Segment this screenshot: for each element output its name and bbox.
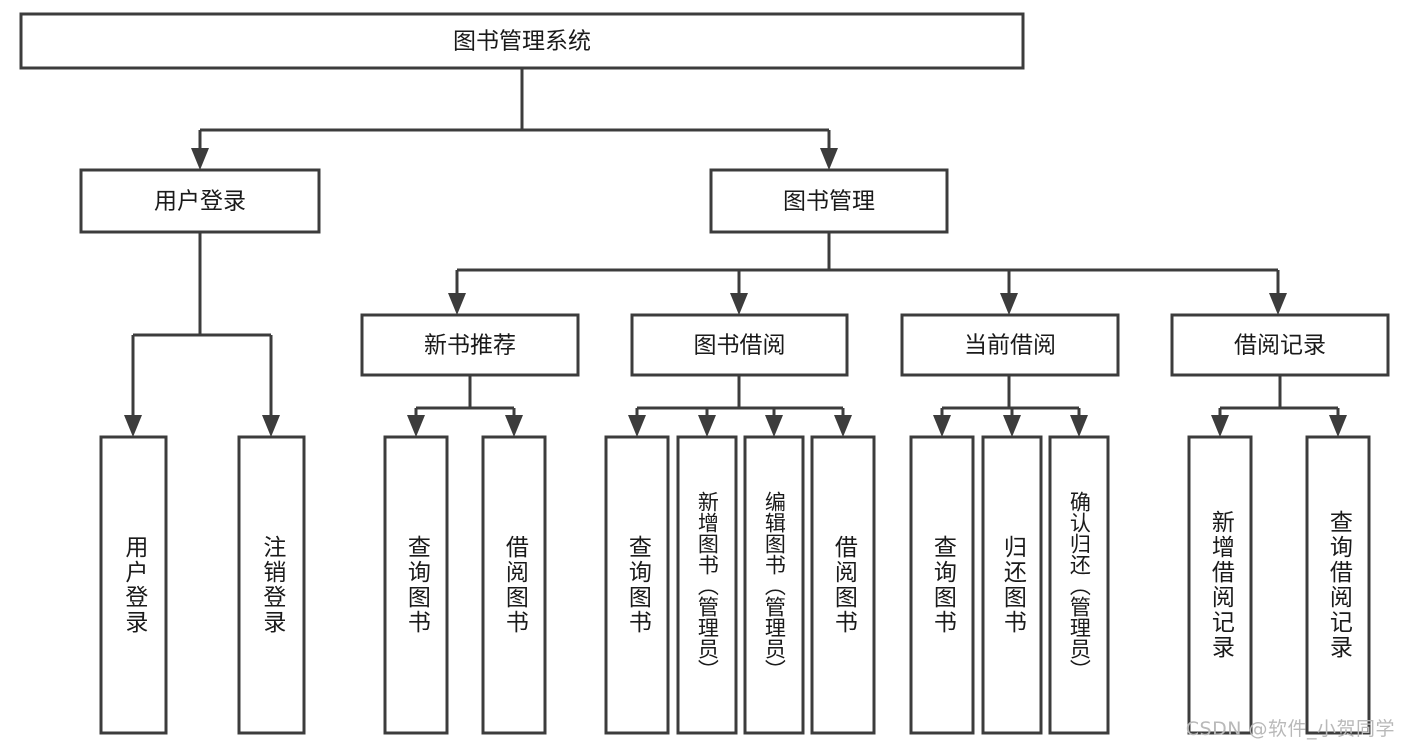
watermark-text: CSDN @软件_小贺同学 <box>1185 718 1395 740</box>
arrow-head-icon <box>262 415 280 437</box>
node-图书借阅[interactable] <box>630 313 849 377</box>
node-新增借阅记录[interactable] <box>1187 435 1253 735</box>
node-用户登录[interactable] <box>99 435 168 735</box>
arrow-head-icon <box>1070 415 1088 437</box>
arrow-head-icon <box>448 293 466 315</box>
node-图书管理系统[interactable] <box>19 12 1025 70</box>
arrow-head-icon <box>1000 293 1018 315</box>
arrow-head-icon <box>191 148 209 170</box>
arrow-head-icon <box>820 148 838 170</box>
arrow-head-icon <box>1329 415 1347 437</box>
node-用户登录[interactable] <box>79 168 321 234</box>
node-查询图书[interactable] <box>383 435 449 735</box>
arrow-head-icon <box>124 415 142 437</box>
node-查询图书[interactable] <box>909 435 975 735</box>
node-图书借阅-label: 图书借阅 <box>694 333 786 359</box>
node-注销登录[interactable] <box>237 435 306 735</box>
node-当前借阅[interactable] <box>900 313 1120 377</box>
node-图书管理系统-label: 图书管理系统 <box>453 29 591 55</box>
arrow-head-icon <box>933 415 951 437</box>
node-归还图书[interactable] <box>981 435 1043 735</box>
node-查询借阅记录[interactable] <box>1305 435 1371 735</box>
node-图书管理[interactable] <box>709 168 949 234</box>
arrow-head-icon <box>1211 415 1229 437</box>
node-确认归还管理员[interactable] <box>1048 435 1110 735</box>
arrow-head-icon <box>698 415 716 437</box>
connector-layer <box>124 68 1347 437</box>
node-借阅图书[interactable] <box>810 435 876 735</box>
node-借阅图书[interactable] <box>481 435 547 735</box>
node-当前借阅-label: 当前借阅 <box>964 333 1056 359</box>
arrow-head-icon <box>1003 415 1021 437</box>
arrow-head-icon <box>765 415 783 437</box>
node-新增图书管理员[interactable] <box>676 435 738 735</box>
arrow-head-icon <box>407 415 425 437</box>
node-新书推荐[interactable] <box>360 313 580 377</box>
arrow-head-icon <box>1269 293 1287 315</box>
node-用户登录-label: 用户登录 <box>154 189 246 215</box>
arrow-head-icon <box>730 293 748 315</box>
arrow-head-icon <box>628 415 646 437</box>
arrow-head-icon <box>505 415 523 437</box>
node-图书管理-label: 图书管理 <box>783 189 875 215</box>
node-新书推荐-label: 新书推荐 <box>424 333 516 359</box>
node-查询图书[interactable] <box>604 435 670 735</box>
node-借阅记录[interactable] <box>1170 313 1390 377</box>
node-编辑图书管理员[interactable] <box>743 435 805 735</box>
node-借阅记录-label: 借阅记录 <box>1234 333 1326 359</box>
arrow-head-icon <box>834 415 852 437</box>
node-box-layer <box>19 12 1390 735</box>
